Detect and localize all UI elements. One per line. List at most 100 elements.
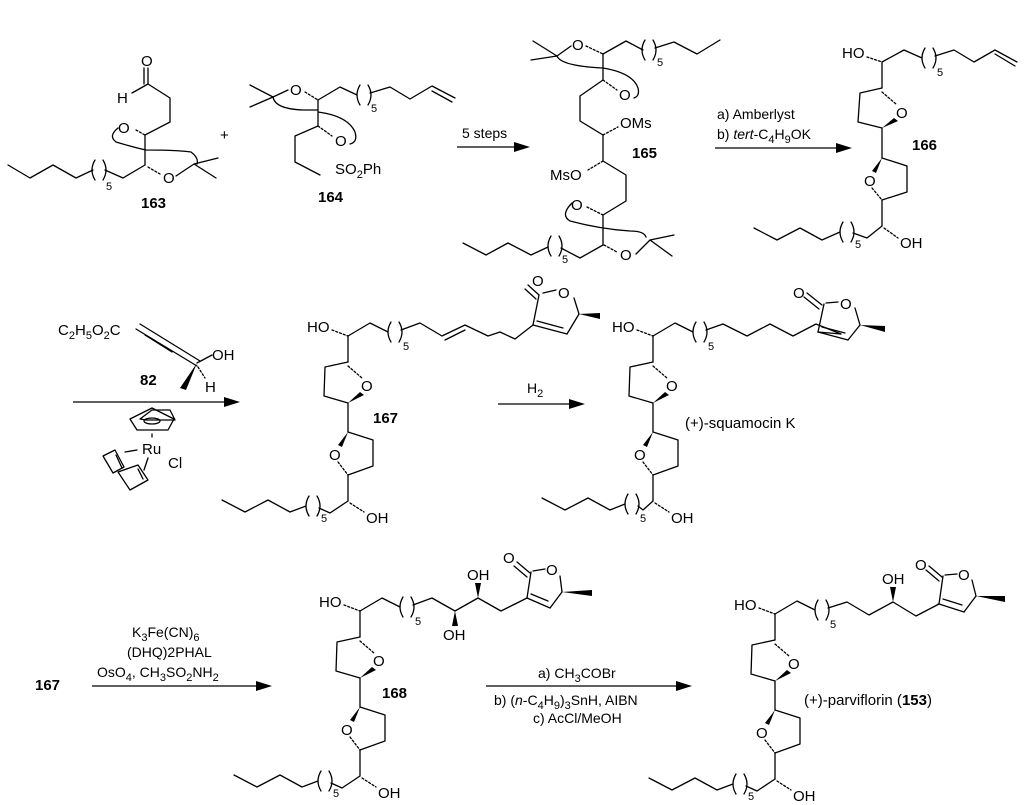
- compound-name-parviflorin: (+)-parviflorin (153): [804, 692, 932, 709]
- butenolide-ring: O O: [499, 273, 600, 340]
- atom-O: O: [572, 37, 584, 54]
- atom-O: O: [896, 105, 908, 122]
- atom-O: O: [335, 133, 347, 150]
- repeat-count: 5: [321, 513, 327, 525]
- atom-O: O: [329, 447, 341, 464]
- atom-O: O: [163, 170, 175, 187]
- repeat-count: 5: [415, 616, 421, 628]
- reaction-arrow-step6: a) CH3COBr b) (n-C4H9)3SnH, AIBN c) AcCl…: [486, 665, 692, 726]
- repeat-count: 5: [708, 341, 714, 353]
- compound-164: O 5 O SO2Ph 164: [249, 82, 456, 206]
- compound-163: 5 O H O O 163: [7, 53, 219, 212]
- repeat-count: 5: [748, 791, 754, 803]
- compound-squamocin-k: HO 5 O (+)-squamocin K O 5 OH: [541, 319, 842, 527]
- compound-label-166: 166: [912, 137, 937, 154]
- condition-text: (DHQ)2PHAL: [127, 644, 212, 660]
- repeat-count: 5: [333, 788, 339, 800]
- sulfonyl-group: SO2Ph: [335, 161, 381, 181]
- hydroxyl-group: HO: [734, 597, 757, 614]
- repeat-count: 5: [855, 239, 861, 251]
- atom-O: O: [634, 447, 646, 464]
- condition-text: a) Amberlyst: [717, 106, 795, 122]
- atom-O: O: [620, 247, 632, 264]
- atom-O: O: [756, 725, 768, 742]
- atom-O: O: [361, 378, 373, 395]
- condition-text: K3Fe(CN)6: [132, 624, 199, 644]
- reaction-arrow-step4: H2: [498, 380, 585, 409]
- atom-O: O: [571, 197, 583, 214]
- repeat-count: 5: [937, 67, 943, 79]
- butenolide-ring: O O: [793, 285, 885, 341]
- atom-O: O: [558, 285, 570, 302]
- compound-166: HO 5 O 166 O 5 OH: [753, 45, 1018, 252]
- atom-O: O: [788, 656, 800, 673]
- condition-text: OsO4, CH3SO2NH2: [97, 664, 219, 684]
- plus-sign: +: [220, 127, 229, 144]
- condition-text: b) tert-C4H9OK: [717, 126, 812, 146]
- compound-168: HO 5 OH OH O 168 O 5 OH: [233, 567, 516, 802]
- atom-O: O: [290, 82, 302, 99]
- compound-label-167: 167: [373, 410, 398, 427]
- condition-text: c) AcCl/MeOH: [533, 710, 622, 726]
- hydroxyl-group: OH: [366, 510, 389, 527]
- atom-O: O: [864, 173, 876, 190]
- hydroxyl-group: OH: [212, 347, 235, 364]
- repeat-count: 5: [657, 57, 663, 69]
- ester-formula: C2H5O2C: [58, 322, 121, 342]
- atom-O: O: [958, 567, 970, 584]
- atom-O: O: [141, 53, 153, 70]
- condition-text: H2: [527, 380, 543, 400]
- atom-O: O: [546, 562, 558, 579]
- compound-label-168: 168: [382, 685, 407, 702]
- compound-label-164: 164: [318, 189, 344, 206]
- hydroxyl-group: HO: [307, 319, 330, 336]
- reaction-arrow-step5: K3Fe(CN)6 (DHQ)2PHAL OsO4, CH3SO2NH2: [92, 624, 272, 691]
- condition-text: a) CH3COBr: [538, 665, 616, 685]
- hydroxyl-group: OH: [467, 567, 490, 584]
- compound-label-165: 165: [632, 145, 657, 162]
- compound-name-squamocin-k: (+)-squamocin K: [685, 415, 795, 432]
- compound-label-163: 163: [141, 195, 166, 212]
- condition-text: 5 steps: [462, 125, 507, 141]
- butenolide-ring: O O: [915, 557, 1005, 613]
- butenolide-ring: O O: [503, 550, 592, 609]
- hydroxyl-group: OH: [793, 788, 816, 805]
- atom-O: O: [373, 653, 385, 670]
- atom-O: O: [840, 296, 852, 313]
- repeat-count: 5: [562, 254, 568, 266]
- atom-O: O: [532, 273, 544, 290]
- hydroxyl-group: OH: [378, 785, 401, 802]
- ruthenium-catalyst: Ru Cl: [102, 407, 182, 491]
- repeat-count: 5: [830, 619, 836, 631]
- reaction-arrow-step3: [73, 397, 240, 407]
- atom-Ru: Ru: [142, 441, 161, 458]
- repeat-count: 5: [640, 513, 646, 525]
- reaction-arrow-step1: 5 steps: [457, 125, 530, 152]
- hydroxyl-group: HO: [842, 45, 865, 62]
- hydroxyl-group: OH: [900, 235, 923, 252]
- compound-167: HO 5 O 167 O 5 OH: [221, 319, 501, 527]
- hydroxyl-group: OH: [882, 571, 905, 588]
- hydroxyl-group: OH: [443, 627, 466, 644]
- mesylate-group: OMs: [620, 115, 652, 132]
- atom-O: O: [619, 87, 631, 104]
- reaction-arrow-step2: a) Amberlyst b) tert-C4H9OK: [715, 106, 852, 153]
- repeat-count: 5: [106, 181, 112, 193]
- compound-165: O 5 O OMs 165 MsO O O 5: [462, 37, 721, 266]
- compound-label-82: 82: [140, 372, 157, 389]
- compound-parviflorin: HO 5 OH O (+)-parviflorin (153) O 5 OH: [648, 571, 940, 805]
- hydroxyl-group: HO: [319, 594, 342, 611]
- atom-O: O: [118, 120, 130, 137]
- atom-O: O: [341, 722, 353, 739]
- atom-Cl: Cl: [168, 455, 182, 472]
- atom-O: O: [666, 378, 678, 395]
- hydroxyl-group: OH: [671, 510, 694, 527]
- atom-O: O: [793, 285, 805, 302]
- repeat-count: 5: [371, 103, 377, 115]
- reagent-82: C2H5O2C OH H 82: [58, 322, 235, 396]
- repeat-count: 5: [403, 341, 409, 353]
- mesylate-group: MsO: [550, 167, 582, 184]
- atom-H: H: [117, 90, 128, 107]
- condition-text: b) (n-C4H9)3SnH, AIBN: [494, 692, 638, 712]
